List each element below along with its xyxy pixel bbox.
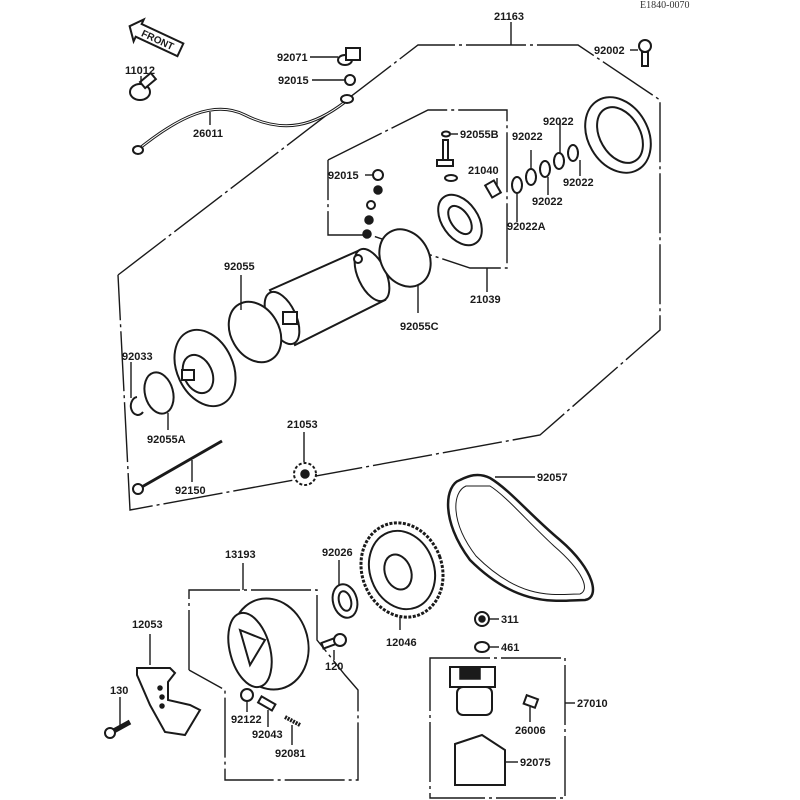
reference-code: E1840-0070 xyxy=(640,0,689,11)
part-label-92033: 92033 xyxy=(122,351,153,363)
part-label-120: 120 xyxy=(325,661,343,673)
nut-311: 311 xyxy=(474,611,519,627)
part-label-92015-a: 92015 xyxy=(278,75,309,87)
part-label-92026: 92026 xyxy=(322,547,353,559)
front-direction-arrow: FRONT xyxy=(128,17,185,58)
part-label-461: 461 xyxy=(501,642,519,654)
part-label-21039: 21039 xyxy=(470,294,501,306)
bolt-130: 130 xyxy=(104,685,132,739)
seals-92015: 92015 xyxy=(328,169,384,239)
part-label-92122: 92122 xyxy=(231,714,262,726)
cable-26011: 26011 xyxy=(132,94,354,155)
part-label-26011: 26011 xyxy=(193,128,223,140)
part-label-92015-b: 92015 xyxy=(328,170,359,182)
washer-92026: 92026 xyxy=(322,547,359,619)
washer-461: 461 xyxy=(474,641,519,654)
bolt-92002: 92002 xyxy=(594,39,652,67)
assembly-outline-21163: 21163 xyxy=(117,11,661,511)
part-label-92055A: 92055A xyxy=(147,434,186,446)
terminal-cover-92071: 92071 xyxy=(277,47,361,66)
assembly-outline-13193: 13193 xyxy=(188,549,359,781)
part-label-12053: 12053 xyxy=(132,619,163,631)
part-label-21040: 21040 xyxy=(468,165,499,177)
part-label-92022A: 92022A xyxy=(507,221,546,233)
part-label-21163: 21163 xyxy=(494,11,524,23)
part-label-92055C: 92055C xyxy=(400,321,439,333)
fuse-26006: 26006 xyxy=(515,693,546,737)
part-label-92022-a: 92022 xyxy=(512,131,543,143)
o-ring-92055: 92055 xyxy=(224,261,283,364)
bolt-120: 120 xyxy=(320,633,347,673)
part-label-92022-d: 92022 xyxy=(532,196,563,208)
front-cover xyxy=(173,328,237,408)
part-label-92055B: 92055B xyxy=(460,129,499,141)
starter-clutch xyxy=(227,597,310,691)
part-label-27010: 27010 xyxy=(577,698,608,710)
roller-92122: 92122 xyxy=(231,688,262,726)
part-label-92043: 92043 xyxy=(252,729,283,741)
brush-plate xyxy=(437,193,483,247)
through-bolt-92150: 92150 xyxy=(132,439,223,497)
part-label-92081: 92081 xyxy=(275,748,306,760)
part-label-92022-c: 92022 xyxy=(563,177,594,189)
brush-21040: 21040 xyxy=(468,165,503,199)
part-label-92075: 92075 xyxy=(520,757,551,769)
part-label-92071: 92071 xyxy=(277,52,308,64)
spring-92081: 92081 xyxy=(275,715,306,760)
part-label-92022-b: 92022 xyxy=(543,116,574,128)
part-label-12046: 12046 xyxy=(386,637,417,649)
starter-relay xyxy=(449,666,496,716)
gear-21053: 21053 xyxy=(287,419,318,486)
o-ring-92055C: 92055C xyxy=(378,228,439,333)
part-label-26006: 26006 xyxy=(515,725,546,737)
assembly-outline-27010: 27010 xyxy=(429,657,608,799)
sprocket-12046: 12046 xyxy=(359,521,445,649)
part-label-92150: 92150 xyxy=(175,485,206,497)
cap-11012: 11012 xyxy=(125,65,158,101)
circlip-92033: 92033 xyxy=(122,351,153,416)
relay-cover-92075: 92075 xyxy=(454,733,551,786)
part-label-130: 130 xyxy=(110,685,128,697)
chain-92057: 92057 xyxy=(446,472,595,603)
part-label-13193: 13193 xyxy=(225,549,256,561)
pin-92043: 92043 xyxy=(252,695,283,741)
terminal-bolt-92055B: 92055B xyxy=(436,129,499,182)
end-cover xyxy=(584,96,652,174)
part-label-92055: 92055 xyxy=(224,261,255,273)
part-label-21053: 21053 xyxy=(287,419,318,431)
seal-92015-top: 92015 xyxy=(278,74,356,87)
part-label-311: 311 xyxy=(501,614,519,626)
o-ring-92055A: 92055A xyxy=(143,371,186,446)
assembly-outline-21039: 21039 xyxy=(327,109,508,306)
bracket-12053: 12053 xyxy=(132,619,202,737)
washers-92022: 92022 92022 92022 92022 92022A xyxy=(507,116,594,233)
part-label-11012: 11012 xyxy=(125,65,155,77)
part-label-92002: 92002 xyxy=(594,45,625,57)
part-label-92057: 92057 xyxy=(537,472,568,484)
